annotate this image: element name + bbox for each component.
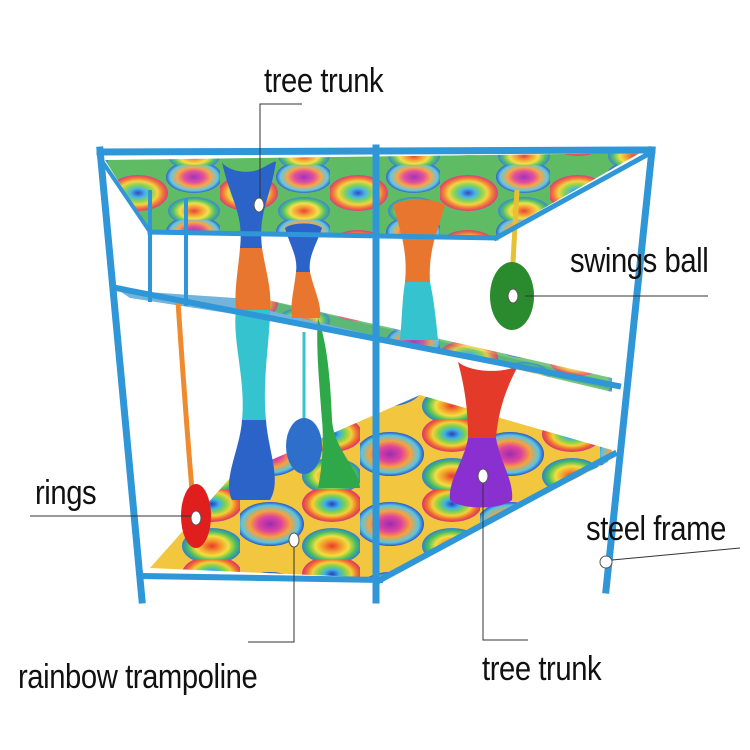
dot-tree-trunk-bottom <box>477 468 489 484</box>
label-rainbow-trampoline: rainbow trampoline <box>18 658 258 696</box>
dot-swings-ball <box>507 288 519 304</box>
tree-trunk-left <box>222 161 276 500</box>
steel-frame <box>96 144 656 604</box>
dot-tree-trunk-top <box>253 197 265 213</box>
label-rings: rings <box>35 474 97 512</box>
dot-steel-frame <box>599 555 613 569</box>
label-steel-frame: steel frame <box>586 510 726 548</box>
tree-trunk-right-upper <box>393 199 445 340</box>
label-tree-trunk-top: tree trunk <box>264 62 384 100</box>
dot-trampoline <box>288 532 300 548</box>
leader-dots <box>190 197 613 569</box>
dot-rings <box>190 510 202 526</box>
label-swings-ball: swings ball <box>570 242 709 280</box>
leader-lines <box>30 103 741 643</box>
blue-swing-ball <box>286 418 322 474</box>
label-tree-trunk-bottom: tree trunk <box>482 650 602 688</box>
rainbow-trampoline-net <box>150 395 612 578</box>
